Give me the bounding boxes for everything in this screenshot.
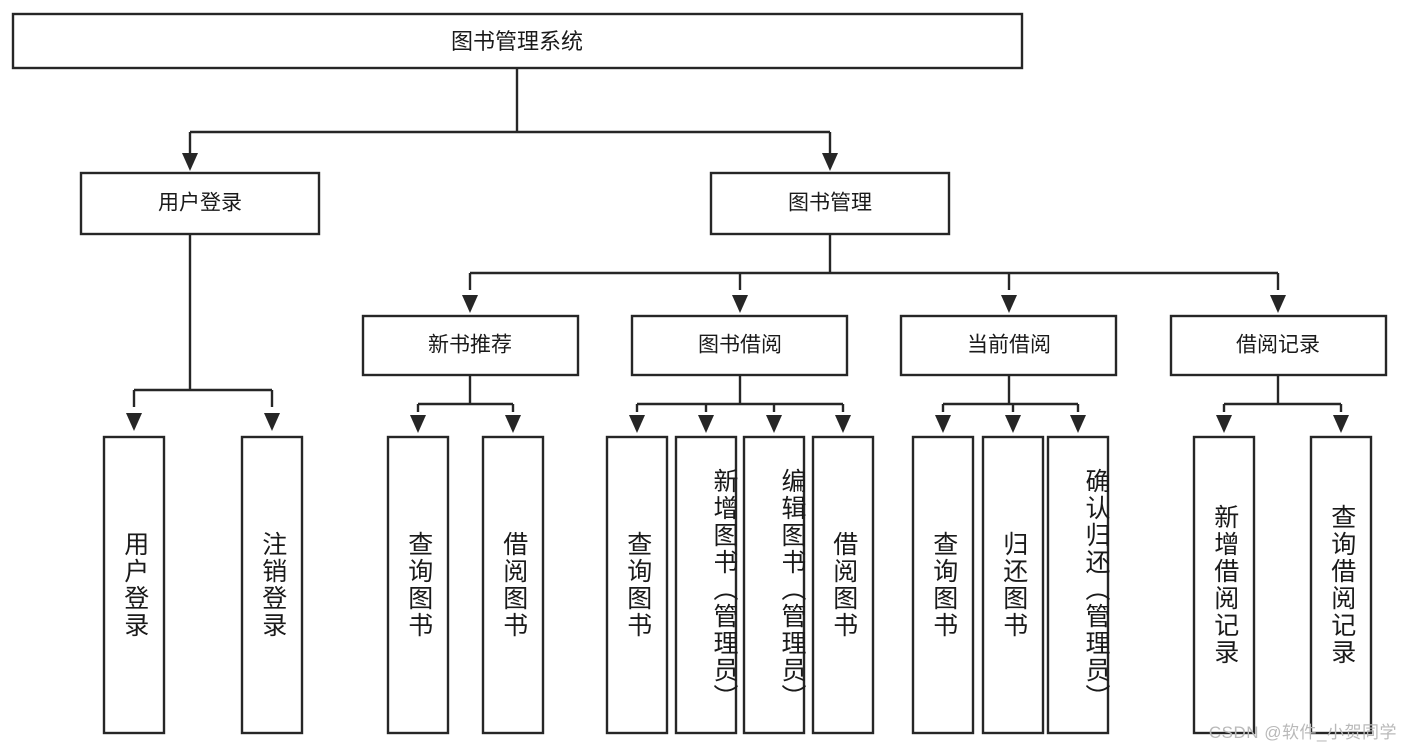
arrow-head-icon [1005,415,1021,433]
leaf-box [911,435,975,735]
connector-bookmgmt-to-level3 [462,235,1286,313]
leaf-box [102,435,166,735]
arrow-head-icon [822,153,838,171]
arrow-head-icon [264,413,280,431]
node-borrow-record[interactable]: 借阅记录 [1169,314,1388,377]
arrow-head-icon [462,295,478,313]
arrow-head-icon [1001,295,1017,313]
leaf-box [674,435,738,735]
arrow-head-icon [629,415,645,433]
leaf-boxes [102,435,1373,735]
node-new-book-recommend-label: 新书推荐 [428,334,512,357]
node-book-borrow-label: 图书借阅 [698,334,782,357]
connector-currentborrow-to-leaves [935,375,1086,433]
node-book-borrow[interactable]: 图书借阅 [630,314,849,377]
node-book-management-label: 图书管理 [788,192,872,215]
node-root-label: 图书管理系统 [451,29,583,54]
watermark: CSDN @软件_小贺同学 [1208,723,1397,742]
node-book-management[interactable]: 图书管理 [709,171,951,236]
arrow-head-icon [935,415,951,433]
node-current-borrow[interactable]: 当前借阅 [899,314,1118,377]
leaf-box [605,435,669,735]
arrow-head-icon [1070,415,1086,433]
arrow-head-icon [410,415,426,433]
leaf-box [811,435,875,735]
arrow-head-icon [698,415,714,433]
leaf-box [240,435,304,735]
leaf-box [386,435,450,735]
node-new-book-recommend[interactable]: 新书推荐 [361,314,580,377]
connector-borrowrecord-to-leaves [1216,375,1349,433]
connector-root-to-level2 [182,68,838,171]
node-user-login[interactable]: 用户登录 [79,171,321,236]
node-current-borrow-label: 当前借阅 [967,334,1051,357]
leaf-box [742,435,806,735]
leaf-box [1192,435,1256,735]
leaf-box [1046,435,1110,735]
node-borrow-record-label: 借阅记录 [1236,334,1320,357]
arrow-head-icon [732,295,748,313]
leaf-box [481,435,545,735]
arrow-head-icon [766,415,782,433]
node-root[interactable]: 图书管理系统 [11,12,1024,70]
leaf-box [1309,435,1373,735]
arrow-head-icon [1270,295,1286,313]
connector-userlogin-to-leaves [126,235,280,431]
arrow-head-icon [835,415,851,433]
arrow-head-icon [126,413,142,431]
node-user-login-label: 用户登录 [158,192,242,215]
connector-bookborrow-to-leaves [629,375,851,433]
arrow-head-icon [1333,415,1349,433]
arrow-head-icon [1216,415,1232,433]
arrow-head-icon [505,415,521,433]
arrow-head-icon [182,153,198,171]
leaf-box [981,435,1045,735]
connector-newbook-to-leaves [410,375,521,433]
